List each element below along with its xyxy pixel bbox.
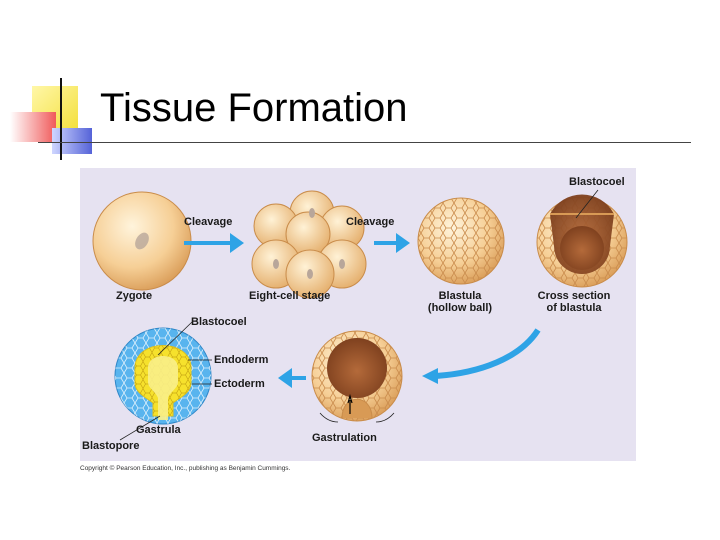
label-cleavage-1: Cleavage xyxy=(184,216,233,228)
label-cross-section-line2: of blastula xyxy=(546,302,602,314)
label-zygote: Zygote xyxy=(116,290,153,302)
blastocoel-top-pointer xyxy=(575,189,599,219)
label-blastula-line1: Blastula xyxy=(438,290,482,302)
cleavage-arrow-1 xyxy=(184,233,244,253)
gastrulation-illustration xyxy=(311,330,403,423)
blastula-cross-section-illustration xyxy=(536,194,628,288)
slide-title: Tissue Formation xyxy=(100,86,408,130)
label-cleavage-2: Cleavage xyxy=(346,216,395,228)
zygote-illustration xyxy=(92,191,192,291)
blastopore-pointer xyxy=(119,415,161,441)
label-ectoderm: Ectoderm xyxy=(214,378,265,390)
figure-artwork xyxy=(92,189,628,441)
eight-cell-illustration xyxy=(251,190,367,299)
label-cross-section-line1: Cross section xyxy=(537,290,611,302)
label-blastopore: Blastopore xyxy=(82,440,140,452)
gastrula-arrow xyxy=(278,368,306,388)
label-eight-cell-stage: Eight-cell stage xyxy=(249,290,331,302)
label-blastula-line2: (hollow ball) xyxy=(427,302,493,314)
label-blastula: Blastula (hollow ball) xyxy=(410,290,510,314)
copyright-notice: Copyright © Pearson Education, Inc., pub… xyxy=(80,465,291,472)
blastocoel-bottom-pointer xyxy=(157,321,193,356)
accent-square-red xyxy=(10,112,56,142)
label-blastocoel-bottom: Blastocoel xyxy=(191,316,247,328)
label-endoderm: Endoderm xyxy=(214,354,269,366)
accent-square-blue xyxy=(52,128,92,154)
label-gastrula: Gastrula xyxy=(136,424,181,436)
gastrula-illustration xyxy=(114,327,212,425)
accent-vertical-line xyxy=(60,78,62,160)
label-gastrulation: Gastrulation xyxy=(312,432,377,444)
transition-arrow-curve xyxy=(435,328,541,379)
cleavage-arrow-2 xyxy=(374,233,410,253)
blastula-illustration xyxy=(417,197,505,285)
label-cross-section: Cross section of blastula xyxy=(524,290,624,314)
label-blastocoel-top: Blastocoel xyxy=(569,176,625,188)
accent-horizontal-line xyxy=(38,142,691,143)
embryo-development-figure: Cleavage Cleavage Blastocoel Zygote Eigh… xyxy=(80,168,636,461)
